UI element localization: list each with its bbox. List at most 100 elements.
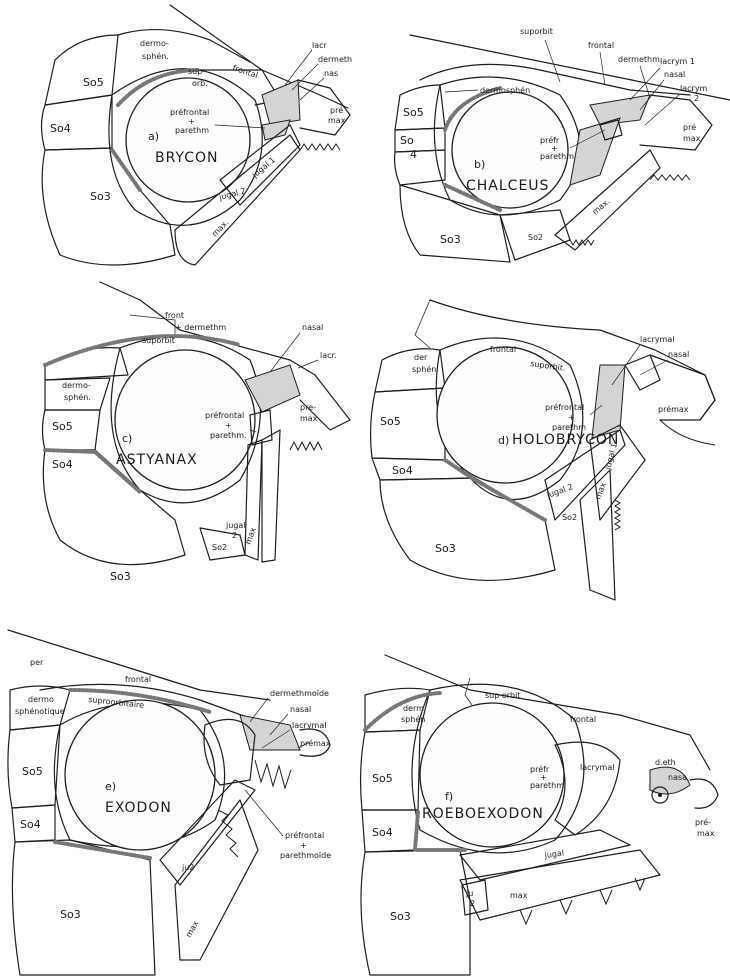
panel-c-astyanax: front + dermethm suporbit nasal lacr. de… bbox=[43, 282, 351, 583]
astyanax-label-so2: So2 bbox=[212, 543, 227, 552]
exodon-label-parethmoide: parethmoïde bbox=[280, 851, 331, 860]
chalceus-label-so5: So5 bbox=[403, 106, 424, 119]
holobrycon-label-premax: prémax bbox=[658, 404, 689, 414]
astyanax-label-dermethm: + dermethm bbox=[175, 323, 226, 332]
exodon-label-sphenotique: sphénotique bbox=[15, 706, 65, 716]
brycon-label-max: max. bbox=[210, 218, 230, 238]
exodon-label-dermethmoide: dermethmoïde bbox=[270, 689, 329, 698]
astyanax-label-lacr: lacr. bbox=[320, 351, 337, 360]
exodon-label-frontal: frontal bbox=[125, 675, 151, 684]
chalceus-label-dermosphen: dermosphén bbox=[480, 85, 530, 95]
chalceus-label-premax: max. bbox=[683, 134, 703, 143]
brycon-label-orb: orb. bbox=[192, 79, 208, 88]
chalceus-label-nasal: nasal bbox=[664, 70, 685, 79]
roeboexodon-label-pre: pré- bbox=[695, 817, 711, 827]
roeboexodon-label-so3: So3 bbox=[390, 910, 411, 923]
roeboexodon-label-derm: derm bbox=[403, 704, 424, 713]
holobrycon-label-prefrontal: préfrontal bbox=[545, 402, 584, 412]
chalceus-label-so2: So2 bbox=[528, 233, 543, 242]
holobrycon-label-jugal2: jugal 2 bbox=[545, 482, 575, 500]
brycon-label-dermo: dermo- bbox=[140, 39, 169, 48]
holobrycon-species-name: HOLOBRYCON bbox=[512, 432, 619, 448]
panel-b-chalceus: suporbit frontal dermethm. lacrym 1 nasa… bbox=[395, 27, 730, 262]
panel-e-exodon: per frontal suproorbitaire dermo sphénot… bbox=[8, 630, 331, 975]
roeboexodon-label-so4: So4 bbox=[372, 826, 393, 839]
panel-f-roeboexodon: sup orbit frontal derm sphén préfr + par… bbox=[361, 655, 718, 975]
astyanax-label-front: front bbox=[165, 311, 184, 320]
astyanax-label-sphen: sphén. bbox=[64, 392, 91, 402]
holobrycon-label-lacrymal: lacrymal bbox=[640, 335, 674, 344]
astyanax-label-nasal: nasal bbox=[302, 323, 323, 332]
exodon-species-name: EXODON bbox=[105, 800, 172, 816]
roeboexodon-label-ju-2: 2 bbox=[470, 899, 475, 908]
exodon-label-plus: + bbox=[300, 841, 307, 850]
roeboexodon-species-name: ROEBOEXODON bbox=[422, 806, 544, 822]
exodon-label-so4: So4 bbox=[20, 818, 41, 831]
chalceus-label-frontal: frontal bbox=[588, 41, 614, 50]
brycon-letter: a) bbox=[148, 130, 159, 143]
holobrycon-label-sphen: sphén bbox=[412, 364, 436, 374]
astyanax-species-name: ASTYANAX bbox=[116, 452, 198, 468]
holobrycon-label-parethm: parethm bbox=[552, 423, 586, 432]
brycon-label-plus: + bbox=[188, 117, 195, 126]
chalceus-label-lacrym: lacrym bbox=[680, 84, 708, 93]
brycon-label-pre: pré bbox=[330, 105, 343, 115]
exodon-label-prefrontal: préfrontal bbox=[285, 830, 324, 840]
astyanax-label-suporbit: suporbit bbox=[142, 336, 175, 345]
astyanax-label-plus: + bbox=[225, 421, 232, 430]
roeboexodon-letter: f) bbox=[445, 790, 453, 803]
holobrycon-label-plus: + bbox=[568, 413, 575, 422]
chalceus-label-so: So bbox=[400, 134, 414, 147]
astyanax-label-prefrontal: préfrontal bbox=[205, 410, 244, 420]
chalceus-label-so4-num: 4 bbox=[410, 148, 417, 161]
chalceus-species-name: CHALCEUS bbox=[466, 178, 549, 194]
roeboexodon-label-parethm: parethm bbox=[530, 781, 564, 790]
brycon-species-name: BRYCON bbox=[155, 150, 219, 166]
exodon-label-premax: prémax bbox=[300, 738, 331, 748]
brycon-label-parethm: parethm bbox=[175, 126, 209, 135]
astyanax-label-jugal: jugal bbox=[225, 521, 246, 530]
exodon-label-ju2: ju2 bbox=[181, 863, 194, 872]
roeboexodon-label-lacrymal: lacrymal bbox=[580, 763, 614, 772]
brycon-label-prefrontal: préfrontal bbox=[170, 107, 209, 117]
exodon-label-nasal: nasal bbox=[290, 705, 311, 714]
brycon-label-frontal: frontal bbox=[231, 63, 259, 80]
chalceus-label-dermethm: dermethm. bbox=[618, 55, 662, 64]
chalceus-label-pre: pré bbox=[683, 122, 696, 132]
brycon-label-lacr: lacr bbox=[312, 41, 328, 50]
holobrycon-label-so5: So5 bbox=[380, 415, 401, 428]
holobrycon-label-so2: So2 bbox=[562, 513, 577, 522]
exodon-letter: e) bbox=[105, 780, 116, 793]
astyanax-label-so3: So3 bbox=[110, 570, 131, 583]
brycon-label-so3: So3 bbox=[90, 190, 111, 203]
astyanax-label-premax: max bbox=[300, 414, 318, 423]
exodon-label-dermo: dermo bbox=[28, 695, 54, 704]
holobrycon-label-frontal: frontal bbox=[490, 345, 516, 354]
chalceus-label-suporbit: suporbit bbox=[520, 27, 553, 36]
astyanax-letter: c) bbox=[122, 432, 132, 445]
chalceus-label-parethm: parethm bbox=[540, 152, 574, 161]
roeboexodon-label-deth: d.eth bbox=[655, 758, 676, 767]
roeboexodon-label-nasa: nasa bbox=[668, 773, 687, 782]
chalceus-label-lacrym1: lacrym 1 bbox=[660, 57, 695, 66]
brycon-label-so5: So5 bbox=[83, 76, 104, 89]
astyanax-label-pre: pre- bbox=[300, 403, 316, 412]
roeboexodon-label-sphen: sphén bbox=[401, 714, 425, 724]
holobrycon-letter: d) bbox=[498, 434, 509, 447]
brycon-label-so4: So4 bbox=[50, 122, 71, 135]
brycon-label-sup: sup bbox=[188, 67, 202, 76]
astyanax-label-parethm: parethm. bbox=[210, 431, 247, 440]
brycon-label-sphen: sphén. bbox=[142, 51, 169, 61]
exodon-label-so5: So5 bbox=[22, 765, 43, 778]
holobrycon-label-so4: So4 bbox=[392, 464, 413, 477]
roeboexodon-label-ju: ju bbox=[465, 889, 473, 898]
chalceus-label-lacrym-2: 2 bbox=[694, 94, 699, 103]
holobrycon-label-nasal: nasal bbox=[668, 350, 689, 359]
chalceus-label-so3: So3 bbox=[440, 233, 461, 246]
holobrycon-label-der: der bbox=[414, 353, 428, 362]
exodon-label-max: max bbox=[184, 919, 201, 939]
brycon-label-premax: max bbox=[328, 116, 346, 125]
brycon-label-jugal1: jugal 1 bbox=[250, 155, 277, 180]
brycon-label-nas: nas bbox=[324, 69, 338, 78]
